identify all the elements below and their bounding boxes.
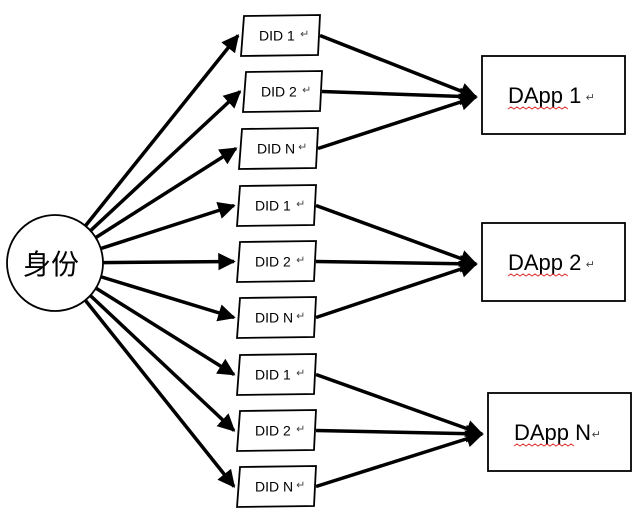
spellcheck-underline [507,273,569,277]
dapp-node-1: DApp 1 ↵ [481,55,626,135]
arrow-did-to-dapp-1-1 [319,33,478,100]
did-box [236,465,317,508]
did-node-3-2: DID 2 ↵ [236,409,317,452]
arrow-identity-to-did-2-1 [99,202,236,251]
did-label: DID N [257,141,295,157]
dapp-box [481,55,626,135]
return-mark: ↵ [296,479,305,492]
did-box [236,240,317,283]
arrow-identity-to-did-3-1 [94,286,236,376]
dapp-label: DApp 2 [508,250,581,275]
arrow-did-to-dapp-3-1 [315,372,484,437]
did-label: DID 2 [255,423,291,439]
did-node-2-1: DID 1 ↵ [236,184,317,227]
did-label: DID 1 [255,367,291,383]
arrow-did-to-dapp-1-3 [317,93,478,151]
arrow-did-to-dapp-3-2 [315,424,484,443]
spellcheck-underline [507,106,569,110]
arrow-identity-to-did-3-2 [88,293,236,432]
did-box [238,127,319,170]
dapp-node-2: DApp 2 ↵ [481,222,626,302]
dapp-label: DApp 1 [508,83,581,108]
did-node-2-3: DID N↵ [236,296,317,339]
identity-label: 身份 [23,248,79,281]
arrow-did-to-dapp-1-2 [321,87,478,106]
did-box [236,409,317,452]
did-node-1-3: DID N↵ [238,127,319,170]
did-box [236,353,317,396]
dapp-node-3: DApp N↵ [487,392,632,472]
did-box [242,70,323,113]
arrow-identity-to-did-1-1 [83,34,240,228]
return-mark: ↵ [296,423,305,436]
did-label: DID 2 [255,254,291,270]
did-label: DID 1 [255,198,291,214]
dapp-box [487,392,632,472]
did-label: DID N [255,479,293,495]
did-node-2-2: DID 2 ↵ [236,240,317,283]
identity-node: 身份 [6,214,104,312]
did-node-1-2: DID 2 ↵ [242,70,323,113]
arrow-did-to-dapp-2-2 [315,255,478,273]
return-mark: ↵ [296,198,305,211]
did-node-1-1: DID 1 ↵ [240,14,321,57]
return-mark: ↵ [592,428,601,441]
did-box [236,296,317,339]
did-label: DID 2 [261,84,297,100]
return-mark: ↵ [296,310,305,323]
return-mark: ↵ [298,141,307,154]
did-node-3-1: DID 1 ↵ [236,353,317,396]
return-mark: ↵ [586,258,595,271]
dapp-label: DApp N [514,420,591,445]
edges [83,33,484,489]
return-mark: ↵ [296,254,305,267]
dapp-box [481,222,626,302]
arrow-did-to-dapp-2-1 [315,203,478,267]
did-box [240,14,321,57]
arrow-did-to-dapp-3-3 [315,430,484,489]
return-mark: ↵ [296,367,305,380]
return-mark: ↵ [300,28,309,41]
nodes: DID 1↵DID 2↵DID N↵DApp 1↵DID 1↵DID 2↵DID… [236,14,632,508]
return-mark: ↵ [302,84,311,97]
did-label: DID N [255,310,293,326]
arrow-identity-to-did-2-2 [101,252,236,271]
did-node-3-3: DID N↵ [236,465,317,508]
return-mark: ↵ [586,91,595,104]
arrow-identity-to-did-1-2 [88,90,242,233]
arrow-identity-to-did-2-3 [99,274,236,322]
spellcheck-underline [513,443,575,447]
identity-circle [6,214,104,312]
did-label: DID 1 [259,28,295,44]
arrow-identity-to-did-3-3 [83,298,236,488]
arrow-identity-to-did-1-3 [93,147,238,240]
arrow-did-to-dapp-2-3 [315,260,478,320]
did-box [236,184,317,227]
